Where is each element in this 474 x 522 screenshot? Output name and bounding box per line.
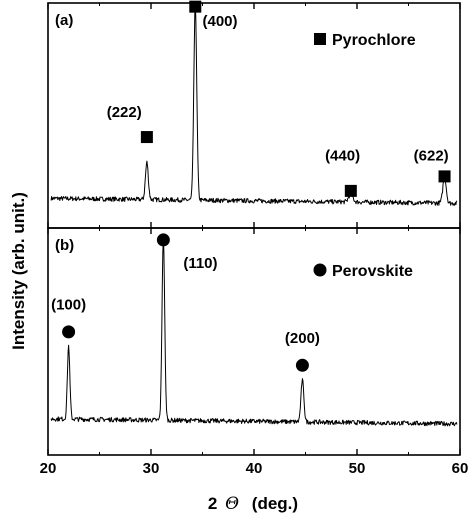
peak-label: (622)	[414, 148, 449, 165]
peak-label: (100)	[51, 297, 86, 314]
xrd-trace	[50, 236, 458, 427]
panel-a: (222) (400) (440) (622) (a) Pyrochlore	[47, 0, 461, 229]
legend-circle-icon	[313, 263, 327, 277]
peak-label: (200)	[285, 330, 320, 347]
peak-label: (110)	[183, 255, 217, 272]
peak-label: (400)	[202, 13, 237, 30]
x-axis-title-prefix: 2	[208, 494, 217, 513]
peak-label: (222)	[107, 104, 142, 121]
x-axis-title-symbol: Θ	[225, 494, 239, 514]
square-marker	[140, 131, 153, 144]
legend-text: Pyrochlore	[332, 32, 416, 49]
xrd-trace	[50, 3, 458, 206]
x-tick-label: 20	[40, 460, 57, 477]
x-tick-label: 50	[349, 460, 366, 477]
x-tick-label: 30	[143, 460, 160, 477]
peak-label: (440)	[325, 148, 360, 165]
square-marker	[344, 184, 357, 197]
panel-label: (a)	[55, 12, 73, 29]
x-tick-label: 60	[452, 460, 469, 477]
legend-text: Perovskite	[332, 263, 413, 280]
circle-marker	[62, 325, 76, 339]
x-axis-title-unit: (deg.)	[252, 494, 298, 513]
panel-b: (100) (110) (200) (b) Perovskite	[47, 227, 461, 456]
x-axis-title: 2 Θ (deg.)	[208, 494, 298, 514]
circle-marker	[295, 358, 309, 372]
panels-layer: (222)(400)(440)(622)(a)Pyrochlore(100)(1…	[47, 0, 461, 456]
y-axis-title: Intensity (arb. unit.)	[9, 192, 28, 350]
square-marker	[438, 170, 451, 183]
legend-square-icon	[314, 33, 326, 45]
square-marker	[189, 0, 202, 13]
panel-label: (b)	[55, 237, 74, 254]
circle-marker	[156, 233, 170, 247]
x-axis: 20 30 40 50 60	[40, 460, 469, 477]
x-tick-label: 40	[246, 460, 263, 477]
